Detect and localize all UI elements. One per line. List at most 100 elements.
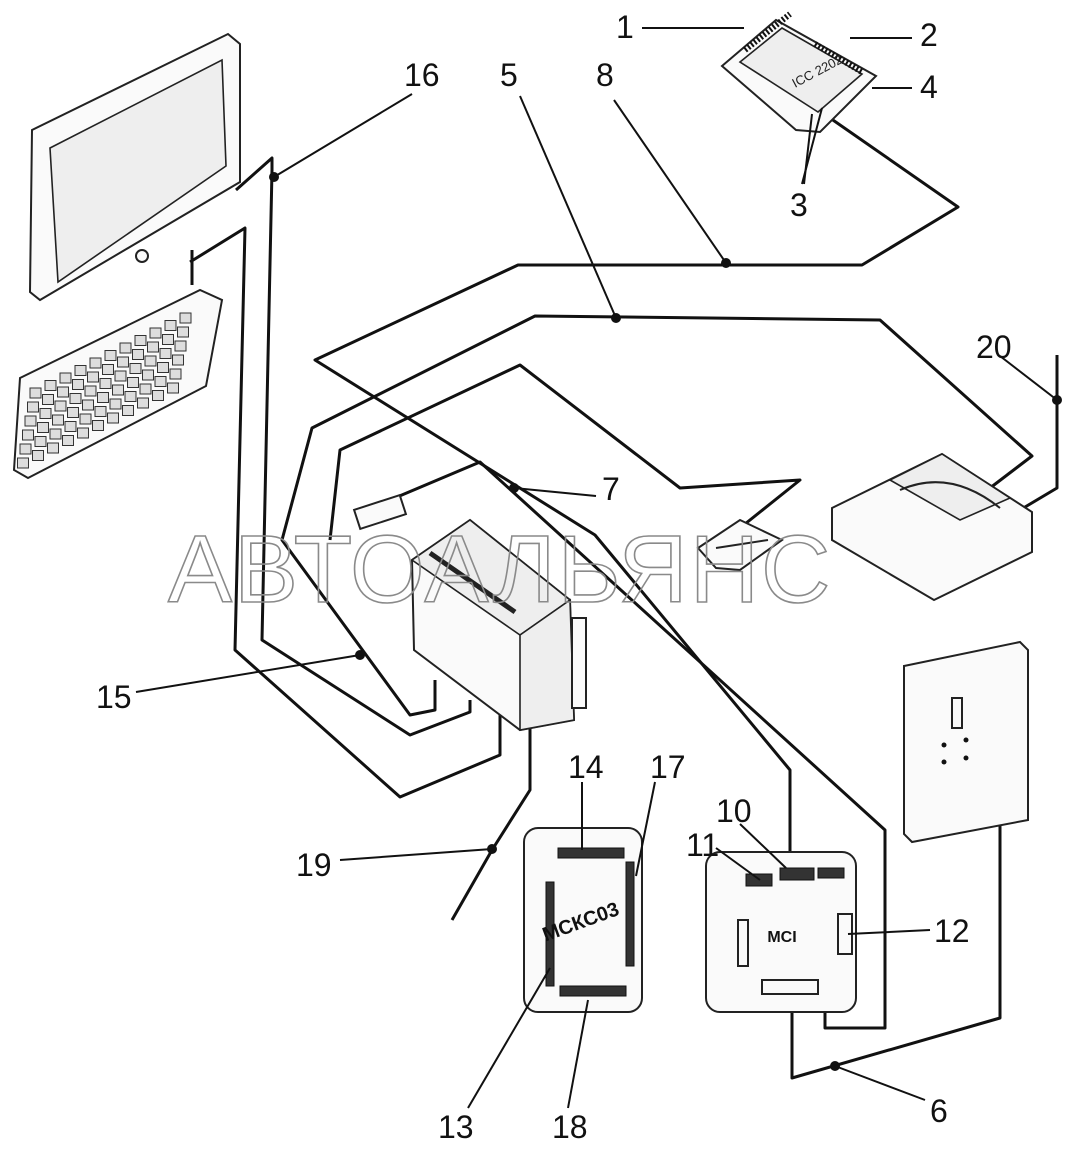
keyboard-key (144, 355, 157, 367)
keyboard-key (49, 428, 62, 440)
label-20: 20 (976, 329, 1012, 365)
mci-label: MCI (767, 929, 796, 946)
label-15: 15 (96, 679, 132, 715)
keyboard-key (52, 414, 64, 426)
keyboard-key (87, 371, 99, 383)
cable-7 (389, 460, 887, 1030)
keyboard-key (84, 385, 97, 397)
keyboard-key (92, 420, 104, 431)
keyboard-key (62, 435, 74, 446)
keyboard-key (47, 442, 59, 454)
keyboard-key (179, 312, 192, 324)
keyboard-key (164, 320, 177, 331)
keyboard-key (114, 370, 127, 382)
label-2: 2 (920, 17, 938, 53)
keyboard-key (79, 413, 92, 425)
label-10: 10 (716, 793, 752, 829)
keyboard-key (19, 443, 32, 455)
chip-module: ICC 2202 (720, 11, 878, 134)
label-6: 6 (930, 1093, 948, 1129)
keyboard-key (169, 368, 182, 380)
keyboard-key (99, 378, 112, 389)
keyboard-key (127, 377, 139, 388)
keyboard-key (82, 399, 94, 411)
keyboard-key (69, 393, 82, 404)
label-1: 1 (616, 9, 634, 45)
keyboard-keys (17, 312, 192, 469)
keyboard-key (29, 387, 42, 399)
keyboard-key (172, 354, 184, 366)
keyboard-key (122, 405, 134, 416)
label-14: 14 (568, 749, 604, 785)
keyboard-key (154, 376, 167, 387)
cable-15 (189, 226, 502, 799)
keyboard-key (94, 406, 107, 417)
keyboard-key (167, 382, 179, 394)
keyboard-key (67, 407, 79, 418)
printer (831, 452, 1033, 602)
keyboard-key (134, 335, 147, 346)
mcks-module: МСКС03 (523, 827, 643, 1013)
keyboard-key (64, 421, 77, 432)
keyboard-key (74, 365, 87, 376)
keyboard-key (132, 349, 144, 360)
keyboard-key (117, 356, 129, 368)
keyboard-key (27, 401, 39, 413)
keyboard-key (97, 392, 109, 403)
cable-19 (450, 728, 532, 921)
side-panel (903, 640, 1029, 844)
keyboard-key (174, 340, 187, 352)
keyboard-key (17, 457, 29, 469)
keyboard-key (42, 394, 54, 405)
label-12: 12 (934, 913, 970, 949)
keyboard-key (109, 398, 122, 410)
keyboard-key (89, 357, 102, 369)
keyboard (12, 288, 224, 480)
keyboard-key (57, 386, 69, 398)
keyboard-key (152, 390, 164, 401)
cable-20 (1019, 355, 1059, 512)
cable-card (328, 363, 802, 550)
keyboard-key (77, 427, 89, 439)
keyboard-key (32, 450, 44, 461)
mci-module: MCI (705, 851, 857, 1013)
label-8: 8 (596, 57, 614, 93)
label-4: 4 (920, 69, 938, 105)
keyboard-key (159, 348, 172, 359)
keyboard-key (107, 412, 119, 424)
label-19: 19 (296, 847, 332, 883)
label-18: 18 (552, 1109, 588, 1145)
watermark: АВТОАЛЬЯНС (168, 516, 832, 623)
label-13: 13 (438, 1109, 474, 1145)
keyboard-key (162, 334, 174, 345)
keyboard-key (59, 372, 72, 384)
keyboard-key (72, 379, 84, 390)
keyboard-key (102, 364, 114, 375)
keyboard-key (129, 363, 142, 374)
tacho-card (696, 518, 784, 572)
keyboard-key (142, 369, 154, 381)
keyboard-key (124, 391, 137, 402)
label-7: 7 (602, 471, 620, 507)
label-3: 3 (790, 187, 808, 223)
keyboard-key (24, 415, 37, 427)
keyboard-key (139, 383, 152, 395)
keyboard-key (54, 400, 67, 412)
monitor (28, 32, 241, 302)
central-unit (352, 493, 587, 732)
keyboard-key (119, 342, 132, 354)
label-16: 16 (404, 57, 440, 93)
keyboard-key (112, 384, 124, 396)
cable-8 (313, 116, 960, 870)
keyboard-key (44, 380, 57, 391)
keyboard-key (137, 397, 149, 409)
keyboard-key (157, 362, 169, 373)
cable-5 (280, 314, 1034, 717)
leader-lines (135, 27, 1058, 1109)
label-17: 17 (650, 749, 686, 785)
keyboard-key (149, 327, 162, 339)
label-5: 5 (500, 57, 518, 93)
keyboard-key (147, 341, 159, 353)
keyboard-key (104, 350, 117, 361)
